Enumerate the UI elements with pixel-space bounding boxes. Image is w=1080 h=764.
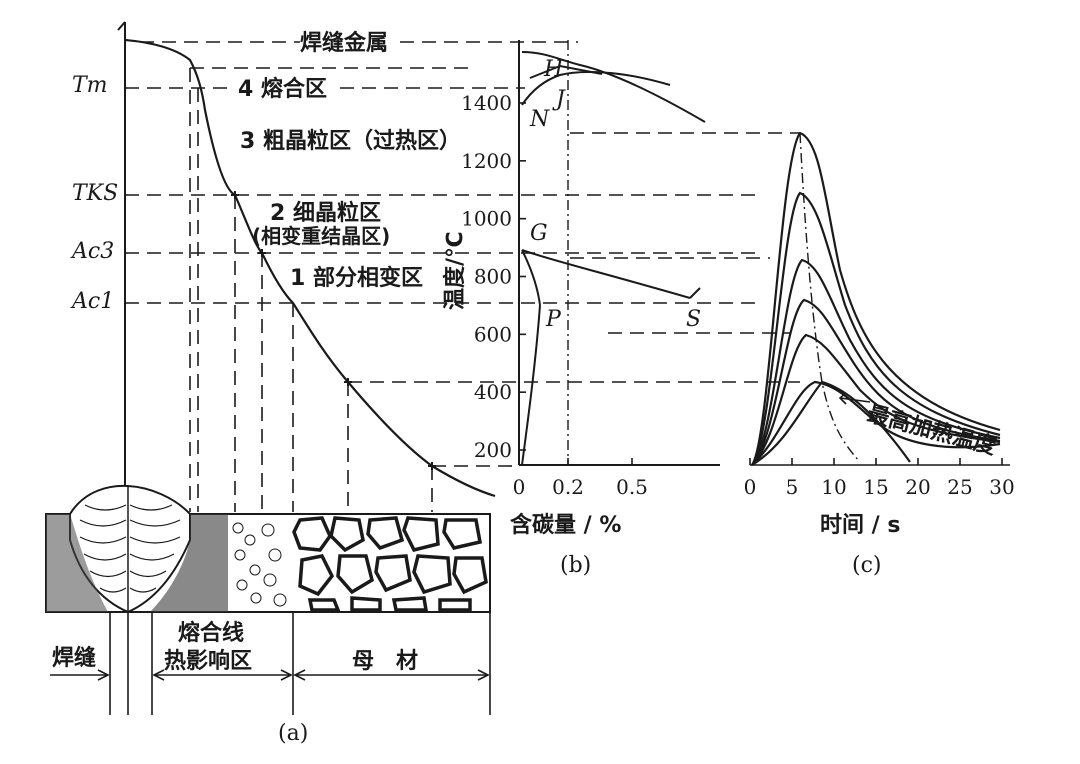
thermal-cycle-curves [751, 131, 1001, 466]
point-J: J [552, 87, 566, 112]
point-N: N [529, 107, 550, 132]
peak-locus-line [799, 132, 861, 463]
cycle-5 [751, 333, 1001, 466]
b-y-tick-label: 400 [474, 380, 512, 404]
point-S: S [686, 307, 701, 332]
c-x-tick-label: 30 [989, 475, 1014, 499]
bottom-haz-label: 热影响区 [164, 648, 252, 674]
label-tks: TKS [72, 181, 118, 206]
gs-line [521, 249, 691, 299]
label-ac1: Ac1 [70, 289, 114, 314]
b-y-tick-label: 1200 [461, 149, 512, 173]
phase-diagram-lines [521, 51, 706, 466]
c-x-tick-label: 20 [905, 475, 930, 499]
panel-c-x-label: 时间 / s [820, 513, 900, 538]
liquidus-line [521, 51, 706, 123]
panel-a: Tm TKS Ac3 Ac1 焊缝金属 4 熔合区 3 粗晶粒区（过热区） 2 … [45, 21, 800, 746]
plate-cross-section [45, 484, 491, 614]
cycle-6 [751, 380, 1001, 466]
b-y-tick-label: 800 [474, 265, 512, 289]
pq-line [521, 304, 541, 466]
panel-c-caption: (c) [852, 553, 882, 578]
b-y-tick-label: 600 [474, 322, 512, 346]
weld-bead [69, 484, 191, 614]
b-y-tick-label: 1000 [461, 207, 512, 231]
b-y-tick-label: 200 [474, 438, 512, 462]
zone-weld-metal-label: 焊缝金属 [300, 30, 388, 56]
point-G: G [530, 221, 548, 246]
point-H: H [543, 57, 564, 82]
c-x-tick-label: 25 [947, 475, 972, 499]
cycle-3 [751, 258, 1001, 466]
zone-2-label-line2: (相变重结晶区) [252, 224, 390, 248]
zone-1-label: 1 部分相变区 [290, 265, 423, 291]
bottom-weld-label: 焊缝 [52, 645, 96, 671]
panel-a-axis-arrow [117, 21, 126, 31]
c-x-tick-label: 15 [863, 475, 888, 499]
peritectic-line [521, 71, 671, 106]
panel-b: 1400 1200 1000 800 600 400 200 0 0.2 0.5 H J N G… [442, 40, 720, 578]
panel-c-x-ticks: 0 5 10 15 20 25 30 [744, 458, 1015, 499]
cycle-7 [751, 380, 911, 466]
panel-b-caption: (b) [560, 553, 591, 578]
cycle-1 [751, 131, 1001, 466]
annotation-arrow [838, 392, 871, 405]
b-x-tick-label: 0.5 [616, 475, 648, 499]
panel-b-x-ticks: 0 0.2 0.5 [513, 458, 648, 499]
bottom-extent-lines [50, 612, 491, 715]
b-x-tick-label: 0 [513, 475, 526, 499]
b-y-tick-label: 1400 [461, 91, 512, 115]
panel-a-caption: (a) [278, 721, 308, 746]
point-P: P [545, 307, 562, 332]
bottom-base-metal-label: 母 材 [352, 649, 418, 674]
gp-line [521, 249, 541, 306]
zone-3-label: 3 粗晶粒区（过热区） [240, 128, 461, 154]
curve-markers [231, 191, 436, 470]
zone-2-label-line1: 2 细晶粒区 [270, 200, 381, 226]
label-tm: Tm [72, 73, 108, 98]
c-x-tick-label: 0 [744, 475, 757, 499]
b-x-tick-label: 0.2 [552, 475, 584, 499]
panel-b-y-label: 温度/℃ [442, 231, 468, 310]
bottom-fusion-line-label: 熔合线 [178, 620, 244, 646]
cycle-2 [751, 191, 1001, 466]
zone-4-label: 4 熔合区 [238, 76, 327, 102]
c-x-tick-label: 10 [821, 475, 846, 499]
label-ac3: Ac3 [70, 239, 114, 264]
panel-b-x-label: 含碳量 / % [510, 512, 621, 538]
c-x-tick-label: 5 [786, 475, 799, 499]
htj-line [529, 64, 603, 79]
panel-b-y-ticks: 1400 1200 1000 800 600 400 200 [461, 91, 526, 462]
cycle-4 [751, 298, 1001, 466]
